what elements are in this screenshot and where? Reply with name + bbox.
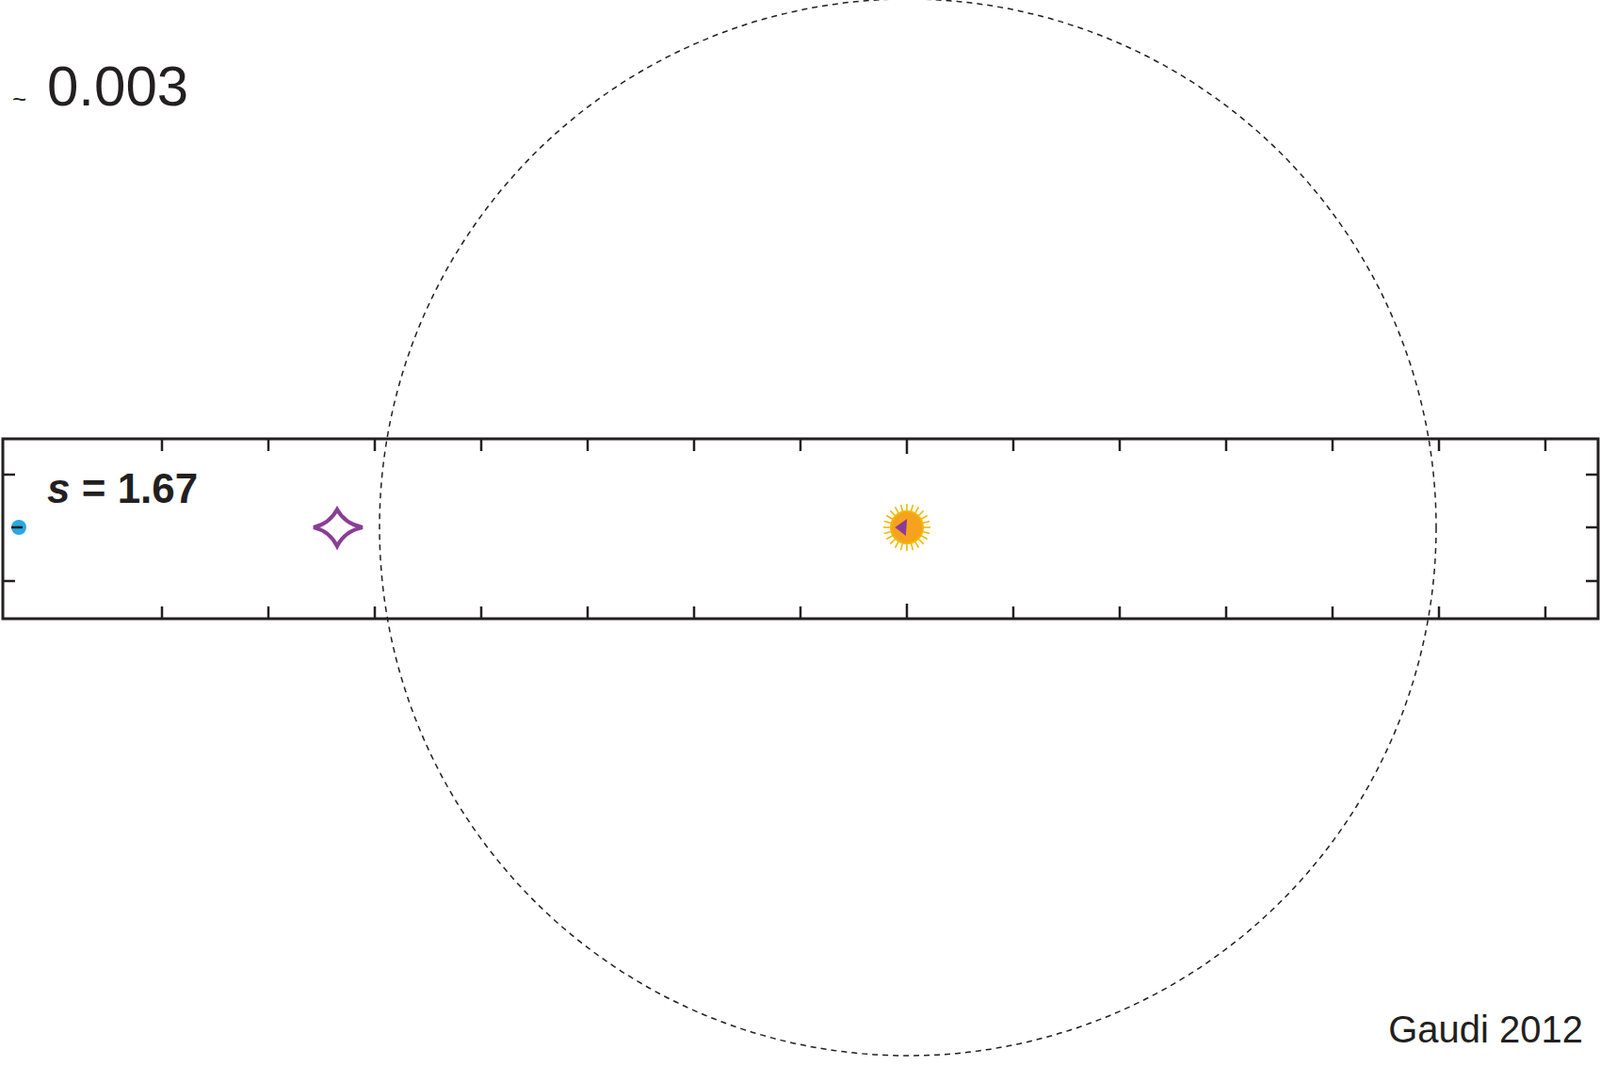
tick: [480, 438, 484, 452]
tick: [1331, 438, 1335, 452]
approx-sign: ~: [12, 86, 27, 112]
sun-ray: [884, 531, 892, 534]
sun-ray: [918, 538, 924, 545]
tick: [480, 606, 484, 619]
tick: [799, 438, 803, 452]
einstein-ring: [379, 0, 1437, 1056]
tick: [693, 438, 696, 452]
sun-ray: [883, 526, 891, 529]
host-star: [890, 511, 923, 544]
sun-ray: [901, 504, 904, 513]
tick: [1585, 526, 1599, 530]
sun-ray: [910, 542, 913, 550]
sun-ray: [910, 504, 913, 513]
sun-ray: [895, 541, 900, 549]
tick: [1225, 438, 1229, 452]
sun-ray: [921, 531, 930, 534]
planetary-caustic: [313, 509, 363, 547]
planet-dot: [11, 519, 27, 535]
sun-ray: [901, 542, 904, 550]
sun-ray: [922, 526, 931, 529]
tick: [905, 603, 909, 619]
sun-ray: [905, 503, 908, 512]
tick: [1544, 438, 1548, 452]
tick: [586, 438, 590, 452]
tick: [1585, 580, 1599, 583]
sun-rays: [883, 503, 931, 551]
sun-ray: [921, 516, 928, 520]
tick: [373, 606, 377, 619]
tick: [586, 606, 590, 619]
tick: [1225, 606, 1229, 619]
tick: [1331, 606, 1335, 619]
sun-ray: [921, 535, 928, 540]
tick: [693, 606, 696, 619]
central-caustic: [896, 520, 906, 534]
tick: [1012, 438, 1016, 452]
planet-marker: [11, 526, 23, 530]
tick: [1118, 606, 1122, 619]
tick: [1438, 438, 1441, 452]
tick: [2, 580, 16, 583]
sun-ray: [884, 521, 892, 524]
credit-note: Gaudi 2012: [1388, 1010, 1584, 1049]
sun-ray: [889, 510, 896, 517]
sun-ray: [915, 506, 920, 514]
tick: [161, 438, 164, 452]
plot-frame: [2, 438, 1599, 619]
tick: [267, 438, 271, 452]
tick: [1438, 606, 1441, 619]
tick: [161, 606, 164, 619]
tick: [267, 606, 271, 619]
sun-ray: [918, 510, 924, 517]
sun-ray: [921, 521, 930, 524]
tick: [905, 438, 909, 454]
sun-ray: [889, 538, 896, 545]
sun-ray: [915, 541, 920, 549]
tick: [1544, 606, 1548, 619]
mass-ratio: 0.003: [47, 58, 189, 115]
axis-ticks: [2, 438, 1600, 619]
sun-ray: [895, 506, 900, 514]
sun-ray: [886, 516, 893, 520]
tick: [1012, 606, 1016, 619]
tick: [1118, 438, 1122, 452]
sun-ray: [905, 543, 908, 551]
tick: [373, 438, 377, 452]
tick: [2, 473, 16, 477]
tick: [1585, 473, 1599, 477]
separation-label: s = 1.67: [47, 468, 198, 510]
sun-ray: [886, 535, 893, 540]
tick: [799, 606, 803, 619]
